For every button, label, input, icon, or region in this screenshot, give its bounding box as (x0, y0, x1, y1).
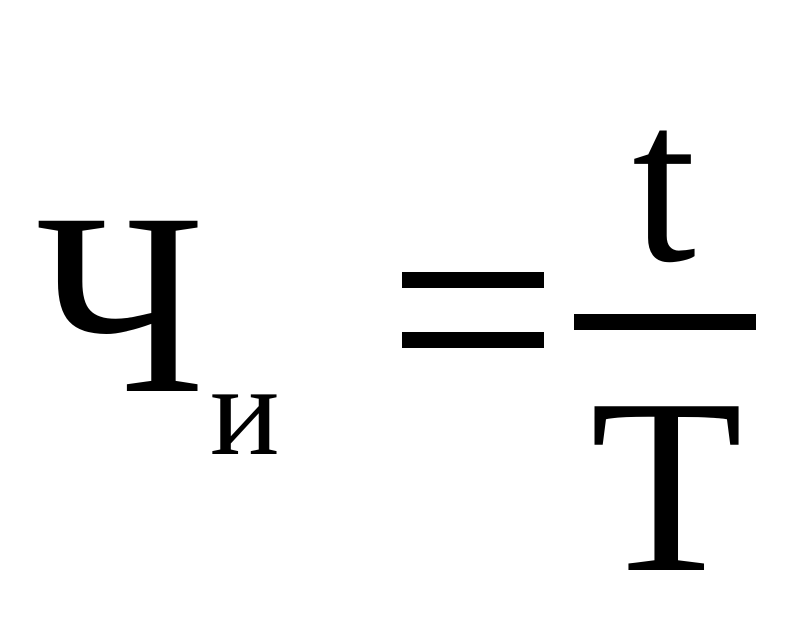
main-symbol: Ч (36, 160, 205, 448)
equals-bar-top (402, 272, 544, 288)
subscript: и (210, 339, 280, 483)
fraction-line (574, 314, 756, 330)
equals-bar-bottom (402, 332, 544, 348)
equals-sign (402, 272, 544, 348)
fraction-denominator: T (590, 348, 743, 625)
fraction-numerator: t (632, 55, 696, 310)
